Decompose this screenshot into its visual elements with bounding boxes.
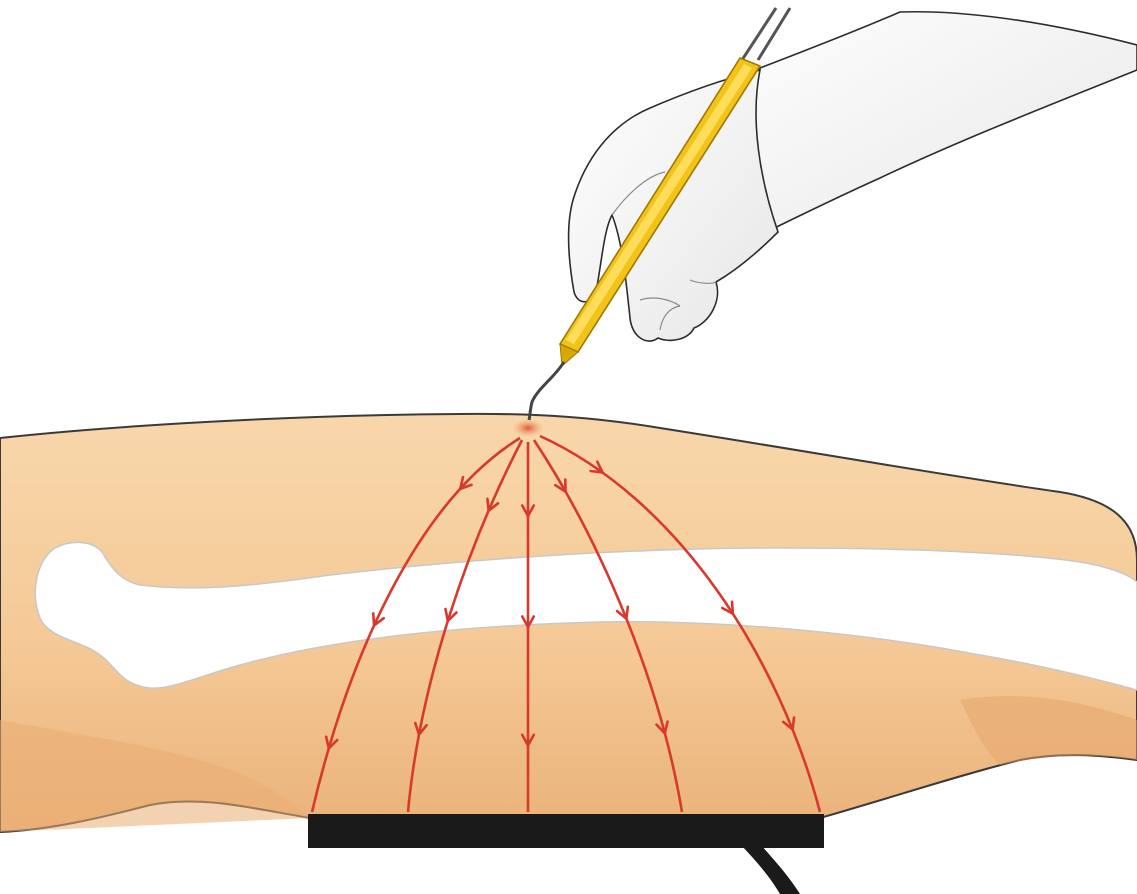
contact-spot (512, 419, 544, 437)
return-electrode-pad (308, 814, 824, 848)
return-pad-cable (742, 846, 800, 894)
pencil-electrode (529, 362, 564, 420)
pencil-cord (742, 8, 790, 60)
gloved-hand-icon (569, 12, 1137, 341)
return-electrode-pad-icon (308, 814, 824, 894)
